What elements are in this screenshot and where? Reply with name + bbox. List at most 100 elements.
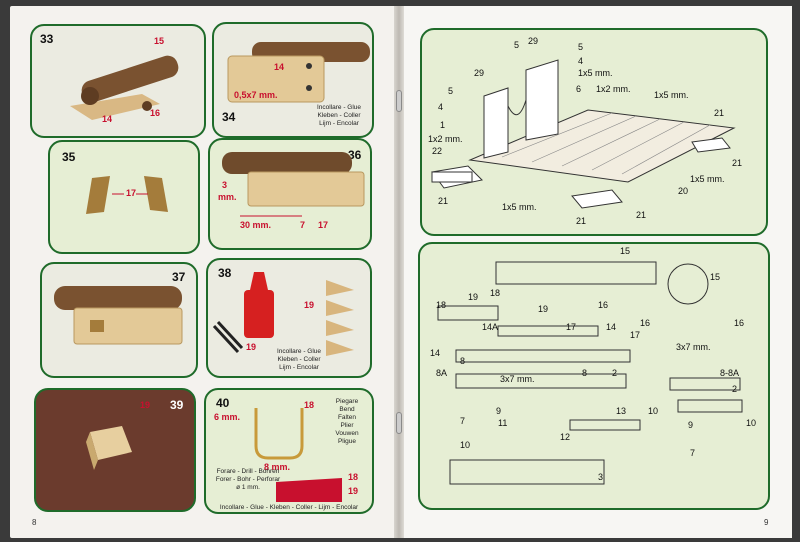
dimension-label: 6 mm. bbox=[214, 412, 241, 422]
bent-wire-illustration bbox=[254, 408, 342, 502]
wedge-on-deck-illustration bbox=[86, 426, 132, 470]
part-label: 19 bbox=[468, 292, 479, 302]
cannon-exploded-diagram bbox=[437, 261, 743, 485]
part-label: 10 bbox=[746, 418, 757, 428]
part-label: 19 bbox=[140, 400, 151, 410]
part-label: 18 bbox=[348, 472, 359, 482]
part-label: 14 bbox=[606, 322, 617, 332]
cannon-assembly-illustration bbox=[70, 55, 179, 120]
glue-footer: Incollare - Glue - Kleben - Coller - Lij… bbox=[219, 504, 359, 511]
glue-instruction: Incollare - Glue Kleben - Coller Lijm - … bbox=[316, 104, 362, 127]
part-label: 18 bbox=[304, 400, 315, 410]
cannon-bracket-illustration bbox=[222, 152, 365, 217]
part-label: 13 bbox=[616, 406, 627, 416]
part-label: 1 bbox=[440, 120, 446, 130]
part-label: 8-8A bbox=[720, 368, 740, 378]
bend-instruction: Piegare Bend Falten Plier Vouwen Pligue bbox=[335, 398, 359, 445]
cannon-exploded-panel: 15 15 18 19 18 19 16 16 16 14A 14 14 17 … bbox=[418, 242, 770, 510]
step-number: 39 bbox=[170, 398, 184, 412]
part-label: 17 bbox=[630, 330, 641, 340]
step-36-panel: 36 3 mm. 30 mm. 7 17 bbox=[208, 138, 372, 250]
part-label: 17 bbox=[126, 188, 137, 198]
dimension-label: 3x7 mm. bbox=[500, 374, 535, 384]
dimension-label: 3 bbox=[222, 180, 228, 190]
step-33-panel: 33 15 14 16 bbox=[30, 24, 206, 138]
step-number: 38 bbox=[218, 266, 232, 280]
part-label: 14 bbox=[430, 348, 441, 358]
part-label: 5 bbox=[514, 40, 520, 50]
dimension-label: mm. bbox=[218, 192, 237, 202]
deck-assembly-diagram bbox=[431, 59, 736, 209]
step-number: 34 bbox=[222, 110, 236, 124]
part-label: 7 bbox=[690, 448, 696, 458]
dimension-label: 0,5x7 mm. bbox=[234, 90, 278, 100]
part-label: 22 bbox=[432, 146, 443, 156]
dimension-label: 1x5 mm. bbox=[690, 174, 725, 184]
dimension-label: 1x5 mm. bbox=[578, 68, 613, 78]
part-label: 19 bbox=[304, 300, 315, 310]
dimension-label: 1x5 mm. bbox=[654, 90, 689, 100]
part-label: 11 bbox=[498, 418, 508, 428]
assembled-cannon-illustration bbox=[54, 286, 183, 345]
part-label: 10 bbox=[648, 406, 659, 416]
part-label: 15 bbox=[154, 36, 165, 46]
part-label: 10 bbox=[460, 440, 471, 450]
step-number: 40 bbox=[216, 396, 230, 410]
part-label: 19 bbox=[538, 304, 549, 314]
part-label: 21 bbox=[576, 216, 587, 226]
part-label: 5 bbox=[578, 42, 584, 52]
part-label: 7 bbox=[300, 220, 306, 230]
step-number: 33 bbox=[40, 32, 54, 46]
dimension-label: 8 mm. bbox=[264, 462, 291, 472]
part-label: 7 bbox=[460, 416, 466, 426]
part-label: 21 bbox=[732, 158, 743, 168]
step-37-panel: 37 bbox=[40, 262, 198, 378]
page-gutter bbox=[394, 6, 404, 538]
part-label: 16 bbox=[734, 318, 745, 328]
step-40-panel: 40 6 mm. 8 mm. 18 18 19 Piegare Bend Fal… bbox=[204, 388, 374, 514]
staple-bottom bbox=[396, 412, 402, 434]
part-label: 3 bbox=[598, 472, 604, 482]
part-label: 29 bbox=[528, 36, 539, 46]
part-label: 15 bbox=[710, 272, 721, 282]
page-number-right: 9 bbox=[764, 518, 769, 527]
part-label: 21 bbox=[714, 108, 725, 118]
part-label: 8 bbox=[582, 368, 588, 378]
glue-bottle-and-wedges-illustration bbox=[212, 272, 354, 356]
part-label: 19 bbox=[246, 342, 257, 352]
drill-instruction: Forare - Drill - Bohren Forer - Bohr - P… bbox=[215, 468, 281, 491]
dimension-label: 1x2 mm. bbox=[428, 134, 463, 144]
dimension-label: 1x5 mm. bbox=[502, 202, 537, 212]
part-label: 18 bbox=[490, 288, 501, 298]
staple-top bbox=[396, 90, 402, 112]
part-label: 16 bbox=[598, 300, 609, 310]
brackets-illustration bbox=[86, 176, 168, 214]
part-label: 8 bbox=[460, 356, 466, 366]
glue-instruction: Incollare - Glue Kleben - Coller Lijm - … bbox=[276, 348, 322, 371]
cannon-carriage-illustration bbox=[227, 42, 370, 103]
page-number-left: 8 bbox=[32, 518, 37, 527]
part-label: 19 bbox=[348, 486, 359, 496]
part-label: 2 bbox=[732, 384, 738, 394]
part-label: 9 bbox=[496, 406, 502, 416]
part-label: 14 bbox=[274, 62, 285, 72]
step-number: 35 bbox=[62, 150, 76, 164]
part-label: 29 bbox=[474, 68, 485, 78]
part-label: 4 bbox=[438, 102, 444, 112]
part-label: 21 bbox=[636, 210, 647, 220]
step-35-panel: 35 17 bbox=[48, 140, 200, 254]
step-39-panel: 39 19 bbox=[34, 388, 196, 512]
part-label: 8A bbox=[436, 368, 448, 378]
part-label: 17 bbox=[318, 220, 329, 230]
part-label: 15 bbox=[620, 246, 631, 256]
dimension-label: 30 mm. bbox=[240, 220, 272, 230]
part-label: 14A bbox=[482, 322, 499, 332]
deck-assembly-panel: 5 29 5 4 1x5 mm. 5 29 4 6 1x2 mm. 1x5 mm… bbox=[420, 28, 768, 236]
part-label: 20 bbox=[678, 186, 689, 196]
part-label: 21 bbox=[438, 196, 449, 206]
dimension-label: 1x2 mm. bbox=[596, 84, 631, 94]
part-label: 2 bbox=[612, 368, 618, 378]
step-34-panel: 14 0,5x7 mm. 34 Incollare - Glue Kleben … bbox=[212, 22, 374, 138]
part-label: 12 bbox=[560, 432, 571, 442]
